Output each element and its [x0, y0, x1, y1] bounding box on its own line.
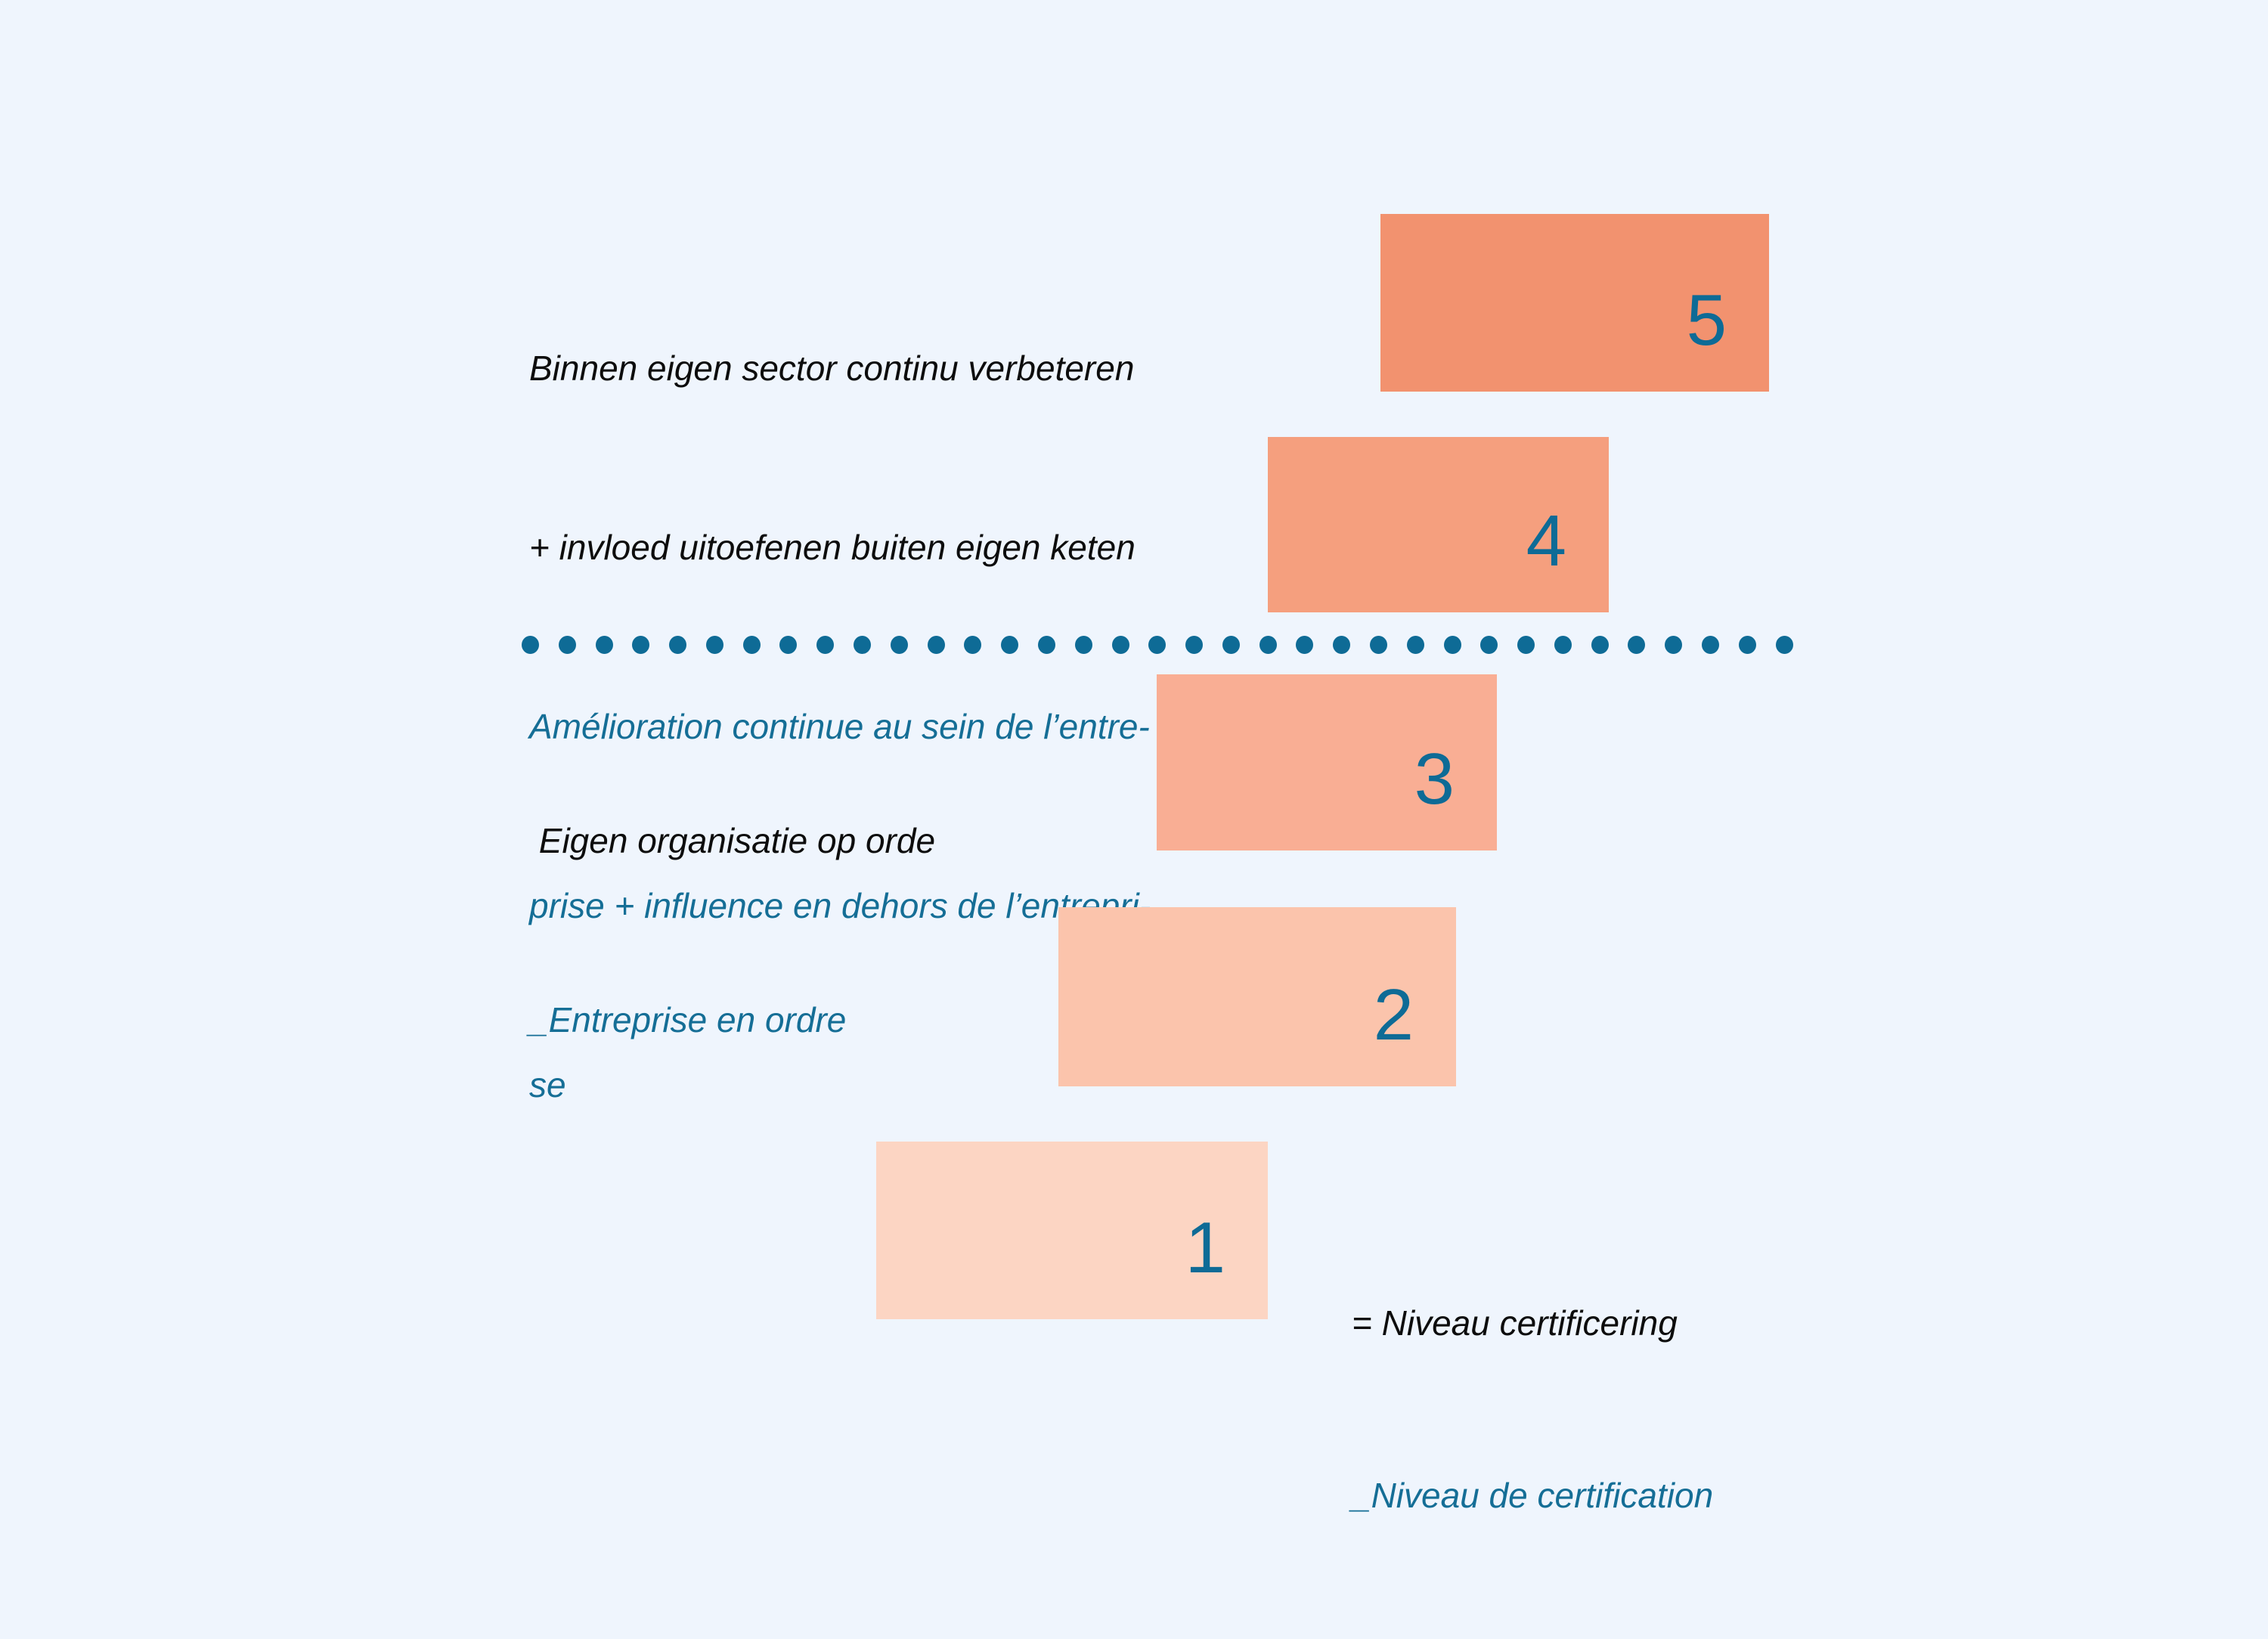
dotted-separator-line [522, 636, 1793, 654]
separator-dot [1111, 636, 1129, 654]
separator-dot [1591, 636, 1609, 654]
separator-dot [1259, 636, 1277, 654]
separator-dot [742, 636, 761, 654]
separator-dot [1665, 636, 1683, 654]
separator-dot [1517, 636, 1535, 654]
separator-dot [1443, 636, 1461, 654]
label-mid-nl-line-1: Eigen organisatie op orde [529, 821, 936, 860]
separator-dot [1296, 636, 1314, 654]
bar-level-3-number: 3 [1414, 739, 1455, 820]
diagram-canvas: Binnen eigen sector continu verbeteren +… [522, 214, 1793, 1515]
separator-dot [595, 636, 613, 654]
separator-dot [779, 636, 798, 654]
separator-dot [1037, 636, 1055, 654]
separator-dot [669, 636, 687, 654]
label-top-fr-line-2: prise + influence en dehors de l’entrepr… [529, 886, 1151, 925]
bar-level-1-number: 1 [1185, 1207, 1225, 1288]
bar-level-2: 2 [1058, 907, 1456, 1086]
bar-level-5: 5 [1380, 214, 1769, 392]
label-top-fr-line-1: Amélioration continue au sein de l’entre… [529, 707, 1150, 746]
separator-dot [1775, 636, 1793, 654]
label-top-nl-line-2: + invloed uitoefenen buiten eigen keten [529, 528, 1136, 567]
separator-dot [927, 636, 945, 654]
separator-dot [1333, 636, 1351, 654]
bar-level-4: 4 [1268, 437, 1609, 612]
separator-dot [558, 636, 576, 654]
separator-dot [1222, 636, 1240, 654]
bar-level-4-number: 4 [1526, 500, 1566, 581]
separator-dot [1185, 636, 1204, 654]
bar-level-2-number: 2 [1373, 974, 1414, 1055]
separator-dot [854, 636, 872, 654]
separator-dot [1738, 636, 1756, 654]
bar-level-1: 1 [876, 1142, 1268, 1319]
separator-dot [1001, 636, 1019, 654]
separator-dot [705, 636, 723, 654]
separator-dot [1480, 636, 1498, 654]
separator-dot [1554, 636, 1572, 654]
separator-dot [522, 636, 539, 654]
separator-dot [1074, 636, 1092, 654]
legend-certification-level: = Niveau certificering _Niveau de certif… [1352, 1179, 2032, 1639]
bar-level-3: 3 [1157, 674, 1497, 850]
separator-dot [1406, 636, 1424, 654]
legend-nl-line-1: = Niveau certificering [1352, 1303, 1678, 1343]
label-top-nl-line-1: Binnen eigen sector continu verbeteren [529, 349, 1135, 388]
separator-dot [964, 636, 982, 654]
bar-level-5-number: 5 [1686, 280, 1727, 361]
separator-dot [1702, 636, 1719, 654]
separator-dot [1628, 636, 1646, 654]
separator-dot [1369, 636, 1387, 654]
label-top-fr-line-3: se [529, 1065, 566, 1105]
legend-fr-line-1: _Niveau de certification [1352, 1476, 1714, 1515]
label-below-dotted-line: Eigen organisatie op orde _Entreprise en… [529, 692, 1210, 1170]
separator-dot [890, 636, 908, 654]
label-mid-fr-line-1: _Entreprise en ordre [529, 1000, 847, 1039]
separator-dot [816, 636, 835, 654]
label-above-dotted-line: Binnen eigen sector continu verbeteren +… [529, 219, 1346, 1235]
separator-dot [1148, 636, 1167, 654]
separator-dot [632, 636, 650, 654]
